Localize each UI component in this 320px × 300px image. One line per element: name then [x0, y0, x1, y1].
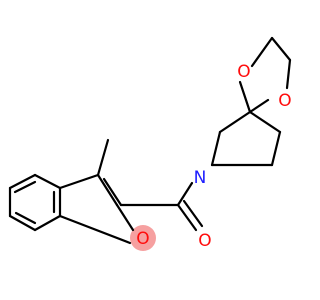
structure-diagram: O O N O O — [8, 36, 292, 251]
atom-o-ketal-right: O — [278, 91, 291, 111]
dioxolane-ring — [238, 36, 292, 114]
furan-ring — [58, 173, 135, 245]
molecule-canvas: O O N O O — [8, 36, 292, 251]
carbonyl-group — [119, 181, 204, 232]
atom-o-carbonyl: O — [198, 231, 211, 251]
piperidine-ring — [210, 110, 282, 167]
methyl-bond — [96, 138, 110, 177]
furan-o-highlight — [130, 225, 156, 251]
benzene-ring — [8, 173, 62, 232]
atom-n-piperidine: N — [194, 168, 207, 188]
atom-o-furan: O — [136, 229, 149, 249]
atom-o-ketal-top: O — [237, 62, 250, 82]
